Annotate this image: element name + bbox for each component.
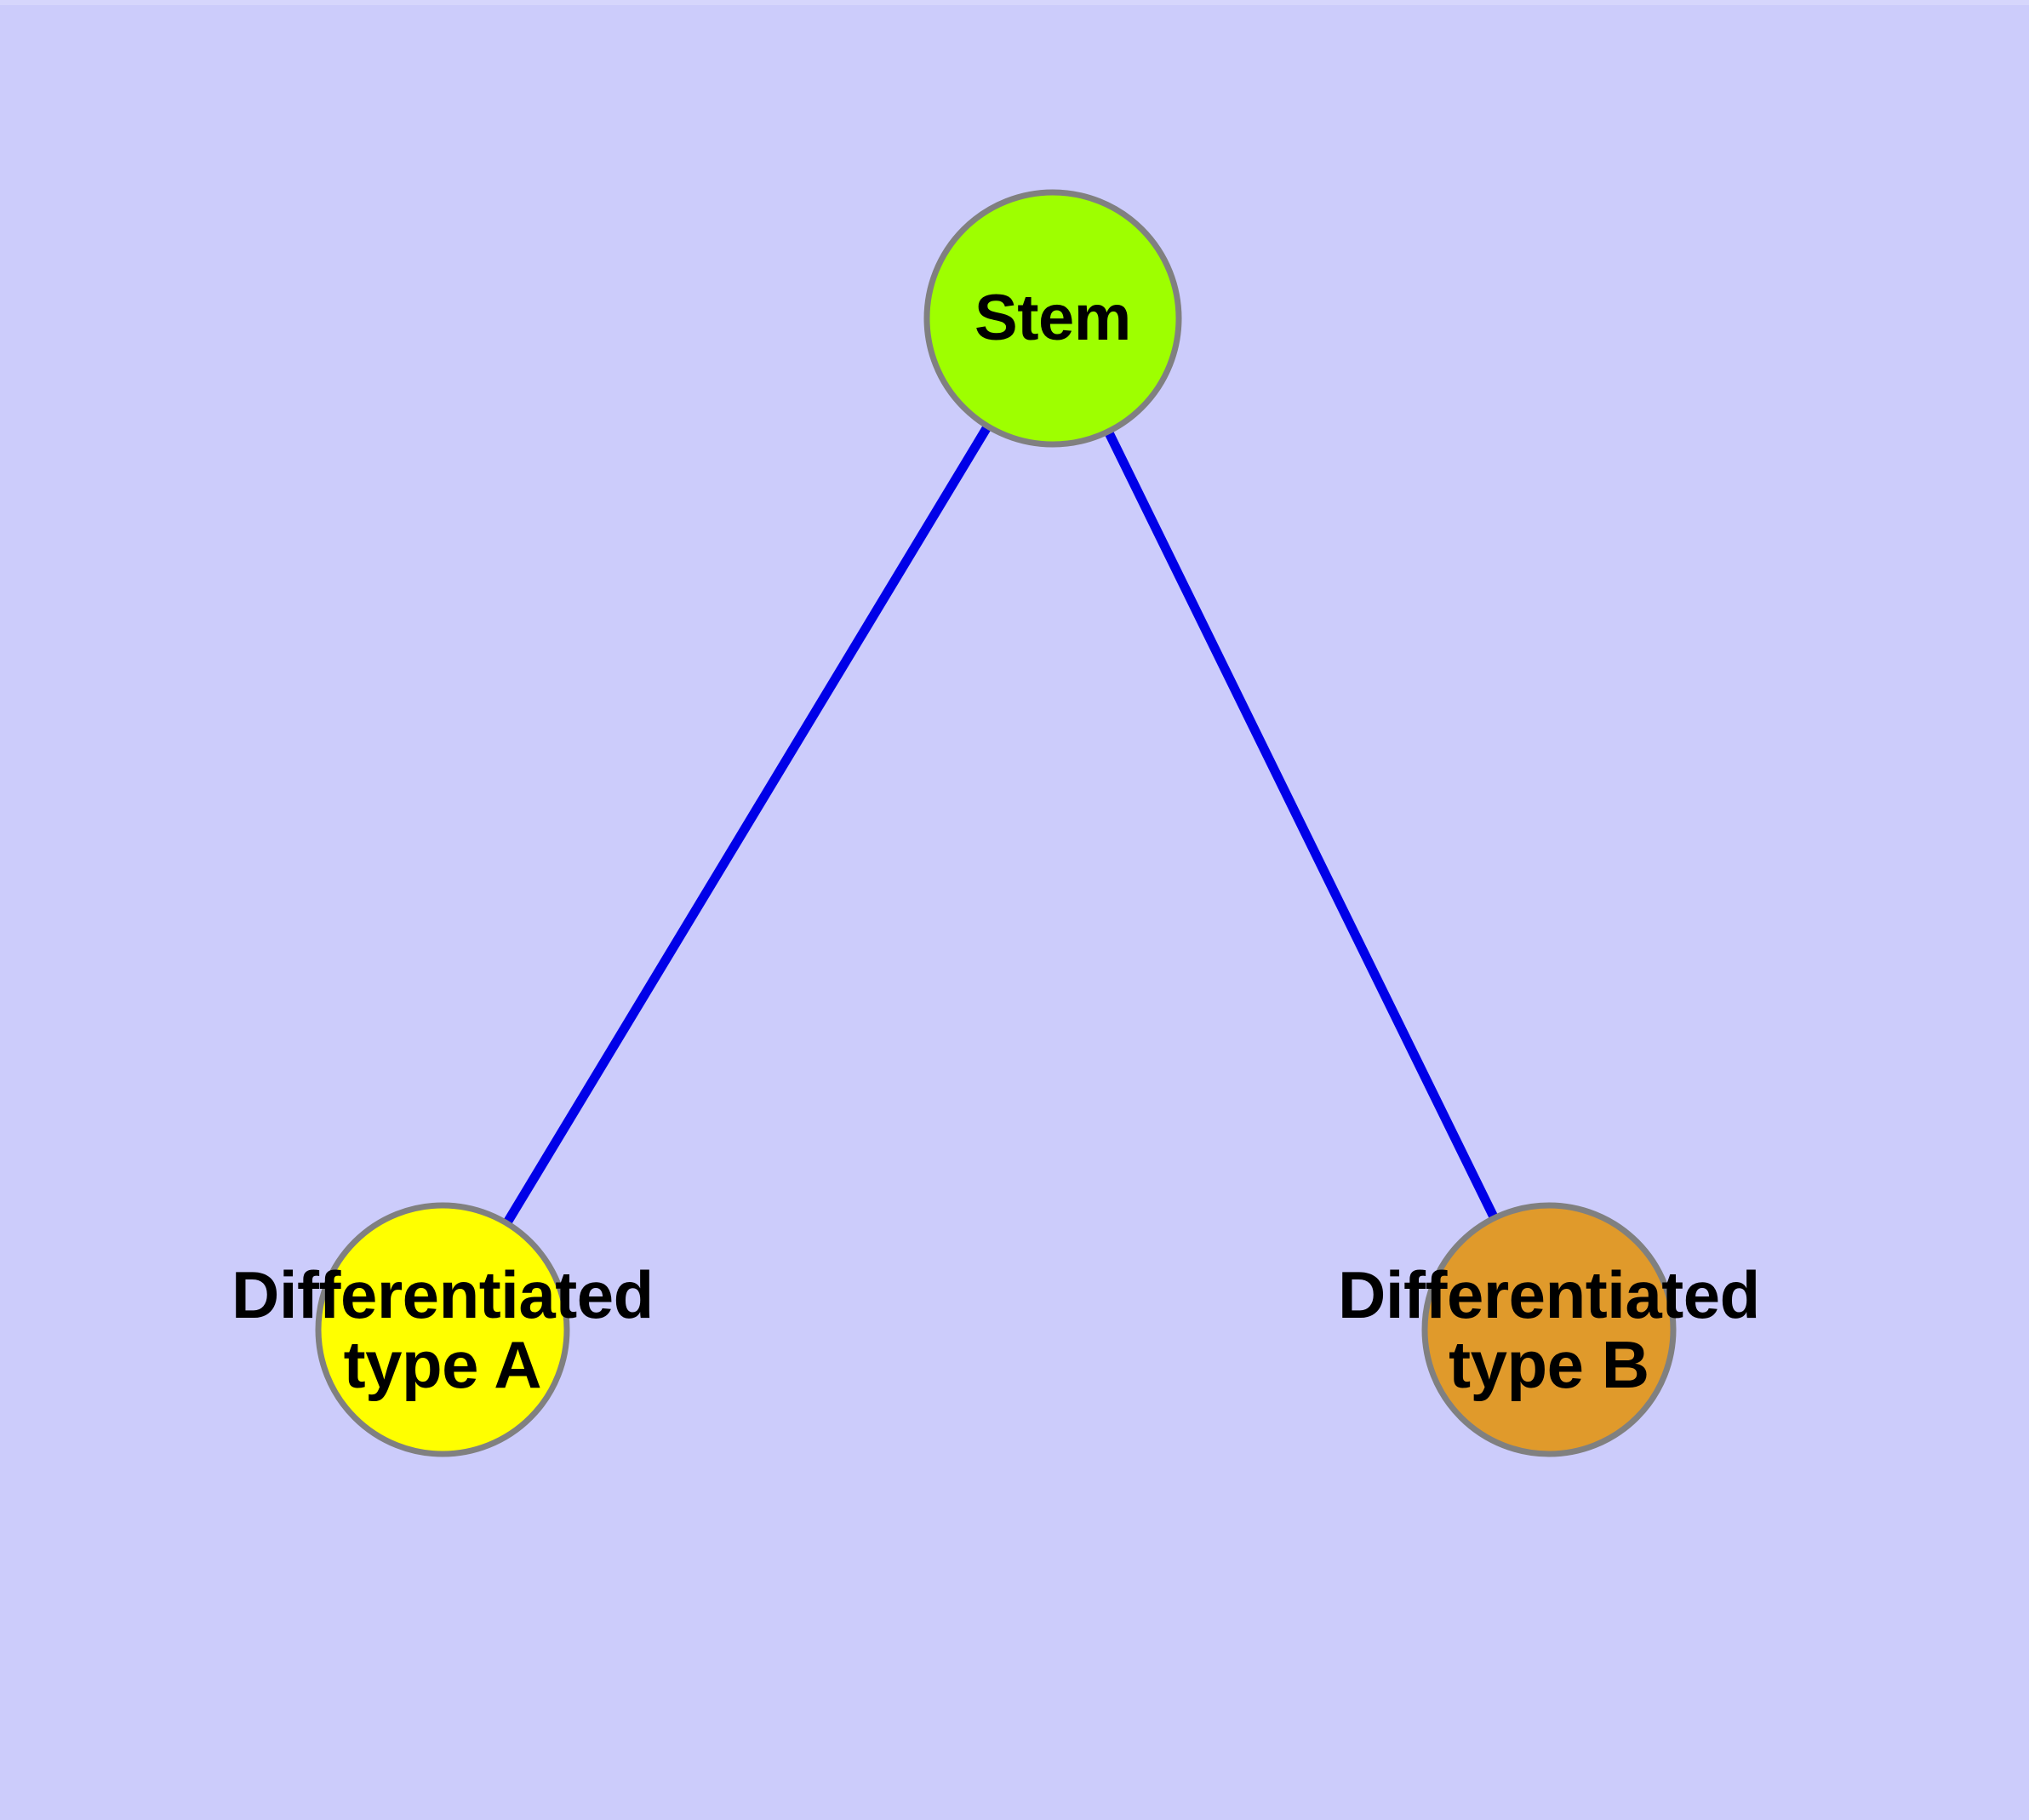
canvas-top-edge (0, 0, 2029, 5)
node-layer (315, 189, 1677, 1457)
graph-node-diff_b[interactable] (1421, 1202, 1677, 1457)
edge-layer (501, 422, 1500, 1228)
graph-edge-stem-to-b (1103, 427, 1500, 1222)
graph-edge-stem-to-a (501, 422, 993, 1228)
graph-node-stem[interactable] (923, 189, 1182, 448)
graph-node-diff_a[interactable] (315, 1202, 570, 1457)
